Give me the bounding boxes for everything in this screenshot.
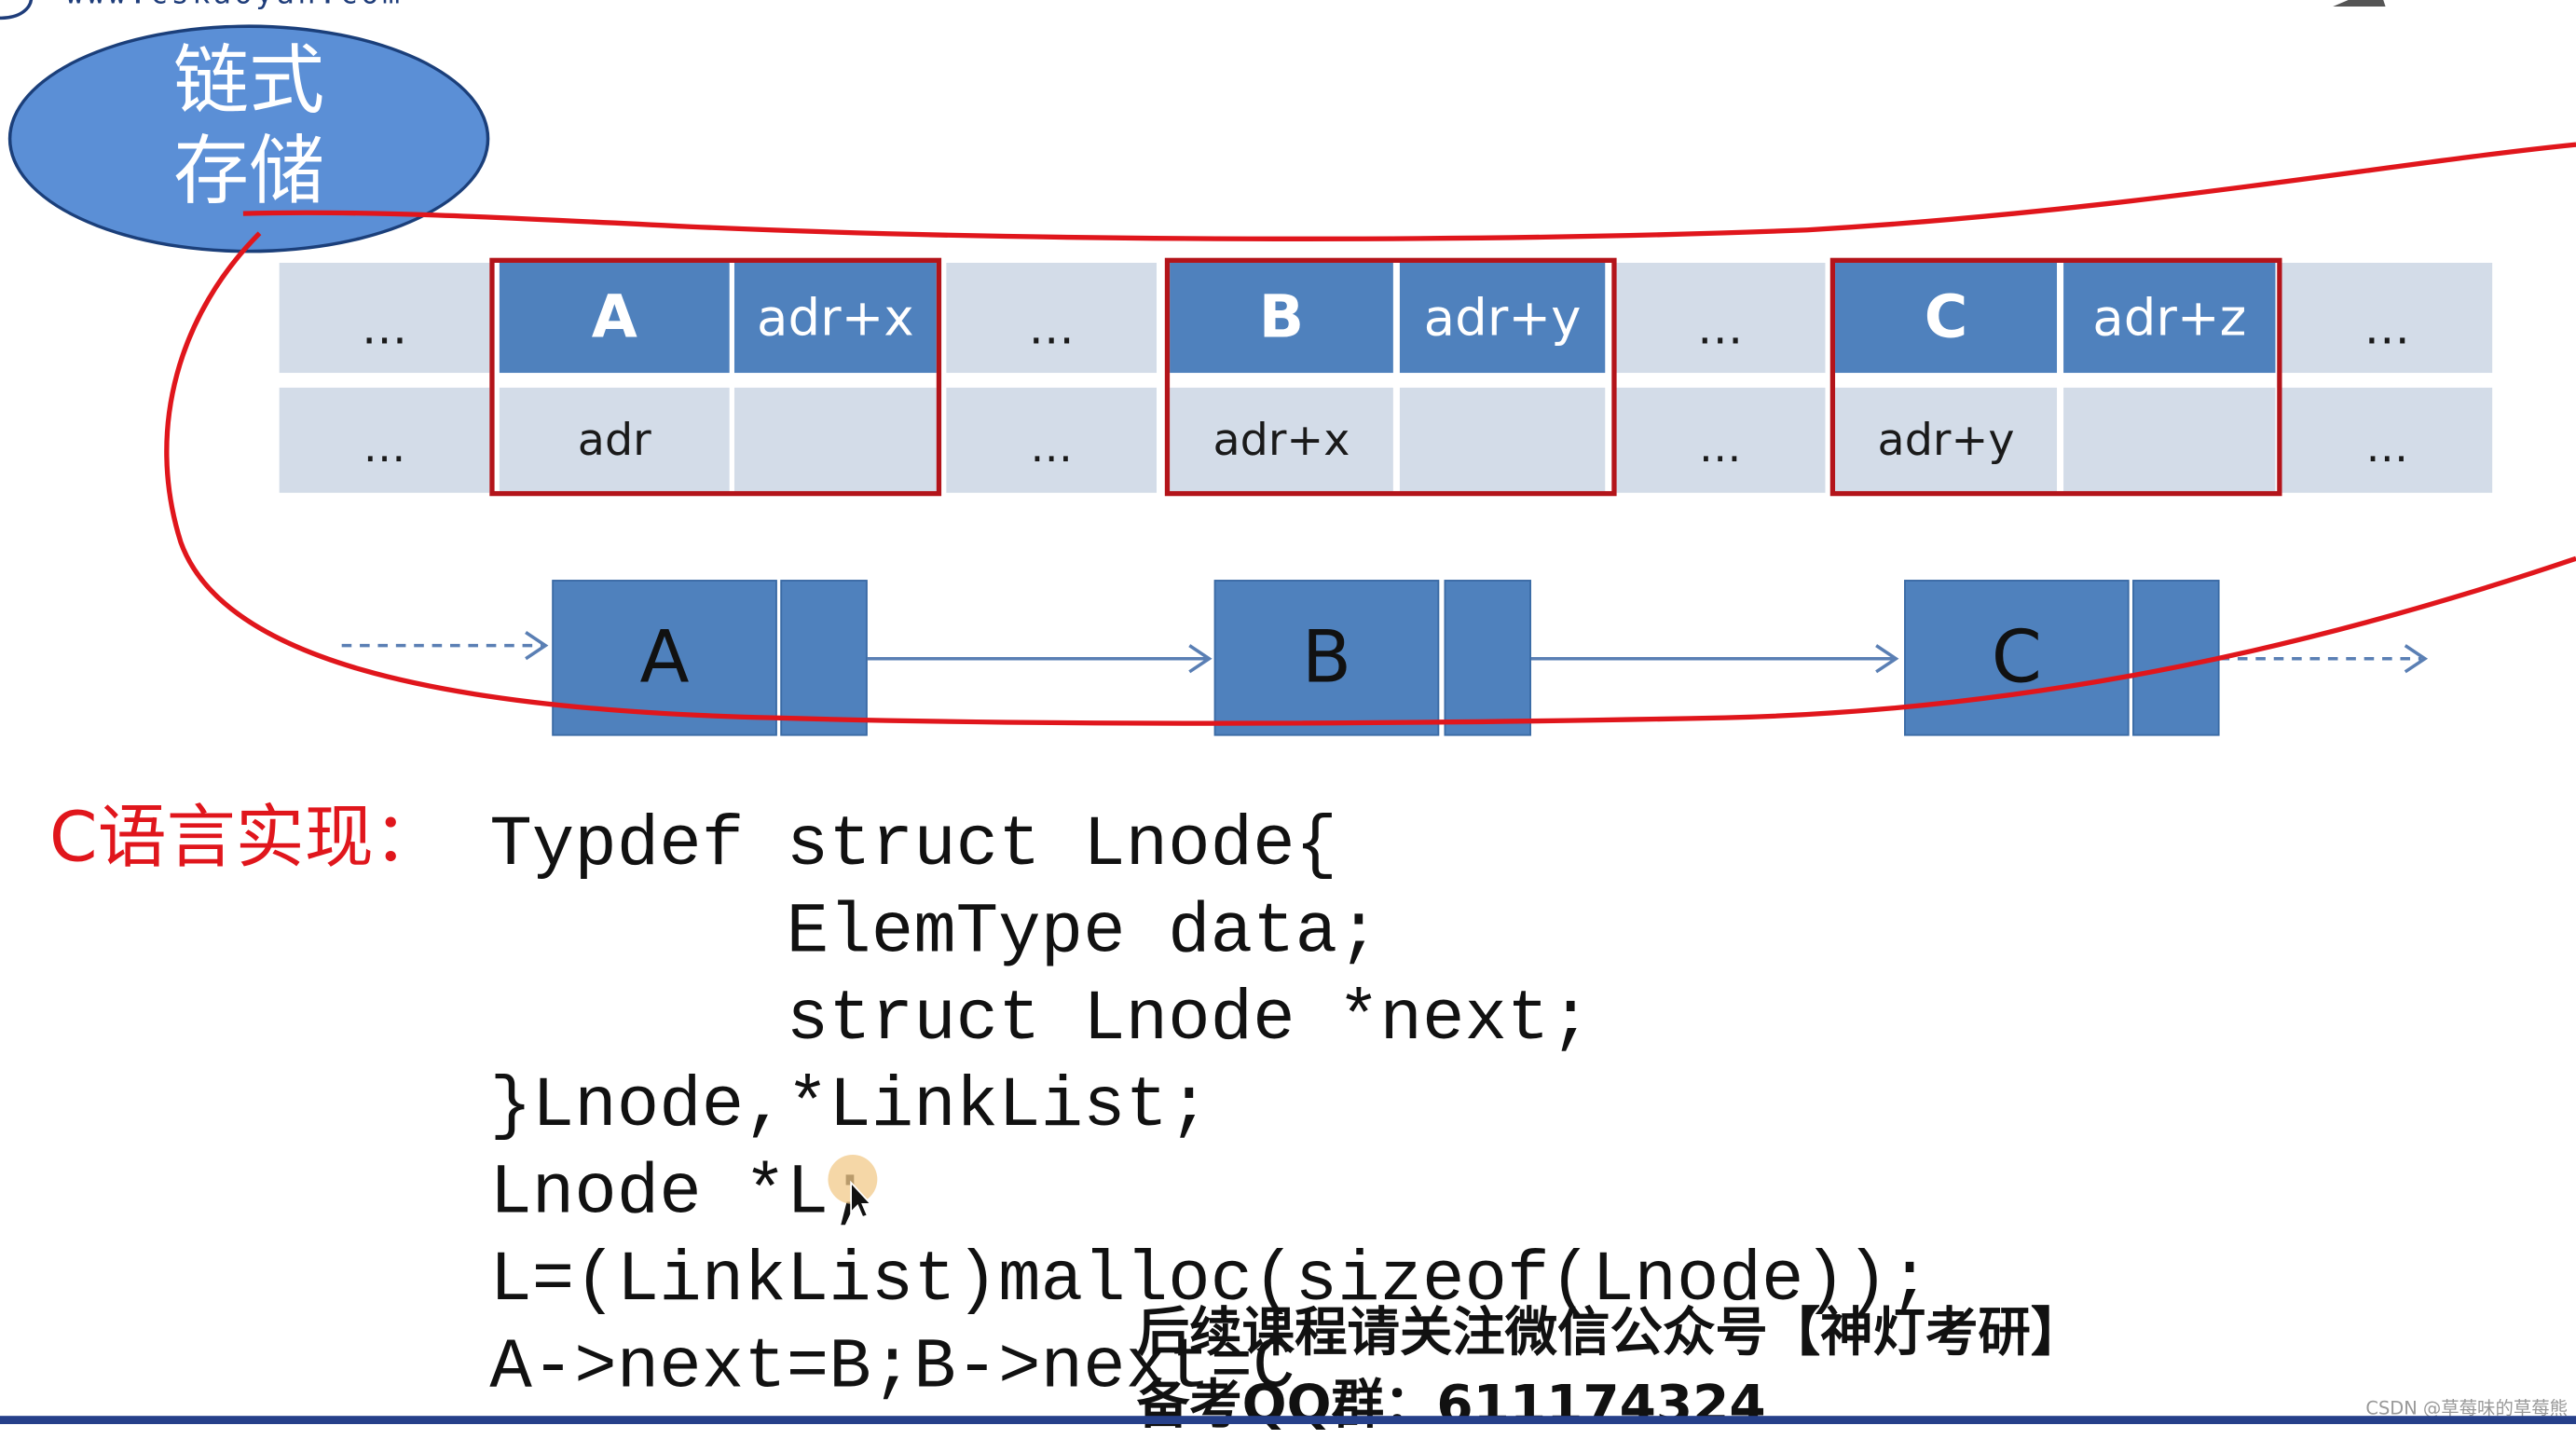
code-line: }Lnode,*LinkList; xyxy=(489,1065,1211,1147)
list-node-pointer xyxy=(2132,580,2220,736)
code-line: Typdef struct Lnode{ xyxy=(489,804,1338,885)
memory-cell-pointer: adr+z xyxy=(2063,262,2276,374)
memory-cell: … xyxy=(2281,387,2493,493)
code-line: Lnode *L; xyxy=(489,1153,871,1234)
cursor-icon xyxy=(828,1154,878,1219)
watermark-line-2: 备考QQ群：611174324 xyxy=(1136,1373,1766,1436)
memory-cell-data: A xyxy=(499,262,730,374)
title-line-2: 存储 xyxy=(172,126,325,215)
memory-cell: … xyxy=(279,387,490,493)
code-line: A->next=B;B->next=C xyxy=(489,1327,1295,1408)
title-line-1: 链式 xyxy=(172,35,325,125)
memory-cell xyxy=(1399,387,1606,493)
memory-address: adr xyxy=(499,387,730,493)
code-line: ElemType data; xyxy=(489,891,1380,973)
list-node-pointer xyxy=(780,580,868,736)
watermark-line-1: 后续课程请关注微信公众号【神灯考研】 xyxy=(1136,1300,2084,1364)
code-section-label: C语言实现： xyxy=(48,796,443,878)
site-url: www.cskaoyan.com xyxy=(66,0,404,11)
memory-cell-data: C xyxy=(1835,262,2058,374)
outgoing-arrowhead xyxy=(2404,644,2429,674)
incoming-arrowhead xyxy=(525,631,549,661)
memory-cell: … xyxy=(279,262,490,374)
title-bubble-text: 链式 存储 xyxy=(8,36,490,217)
bottom-bar xyxy=(0,1416,2576,1425)
code-line: struct Lnode *next; xyxy=(489,979,1593,1060)
memory-cell: … xyxy=(1614,387,1826,493)
memory-address: adr+x xyxy=(1170,387,1393,493)
memory-cell-pointer: adr+y xyxy=(1399,262,1606,374)
node-highlight-box xyxy=(1829,257,2282,497)
code-block: Typdef struct Lnode{ ElemType data; stru… xyxy=(489,802,1931,1411)
memory-cell xyxy=(733,387,937,493)
list-node-data: C xyxy=(1904,580,2130,736)
list-node-pointer xyxy=(1444,580,1531,736)
arrowhead-b-to-c xyxy=(1875,644,1899,674)
memory-cell xyxy=(2063,387,2276,493)
memory-cell: … xyxy=(2281,262,2493,374)
node-highlight-box xyxy=(489,257,942,497)
memory-address: adr+y xyxy=(1835,387,2058,493)
memory-cell: … xyxy=(946,262,1158,374)
memory-cell-pointer: adr+x xyxy=(733,262,937,374)
node-highlight-box xyxy=(1164,257,1617,497)
memory-cell-data: B xyxy=(1170,262,1393,374)
arrowhead-a-to-b xyxy=(1188,644,1213,674)
credit-text: CSDN @草莓味的草莓熊 xyxy=(2365,1397,2569,1419)
memory-cell: … xyxy=(1614,262,1826,374)
corner-logo-fragment xyxy=(2333,0,2386,7)
list-node-data: B xyxy=(1213,580,1440,736)
code-line: L=(LinkList)malloc(sizeof(Lnode)); xyxy=(489,1240,1931,1321)
memory-cell: … xyxy=(946,387,1158,493)
